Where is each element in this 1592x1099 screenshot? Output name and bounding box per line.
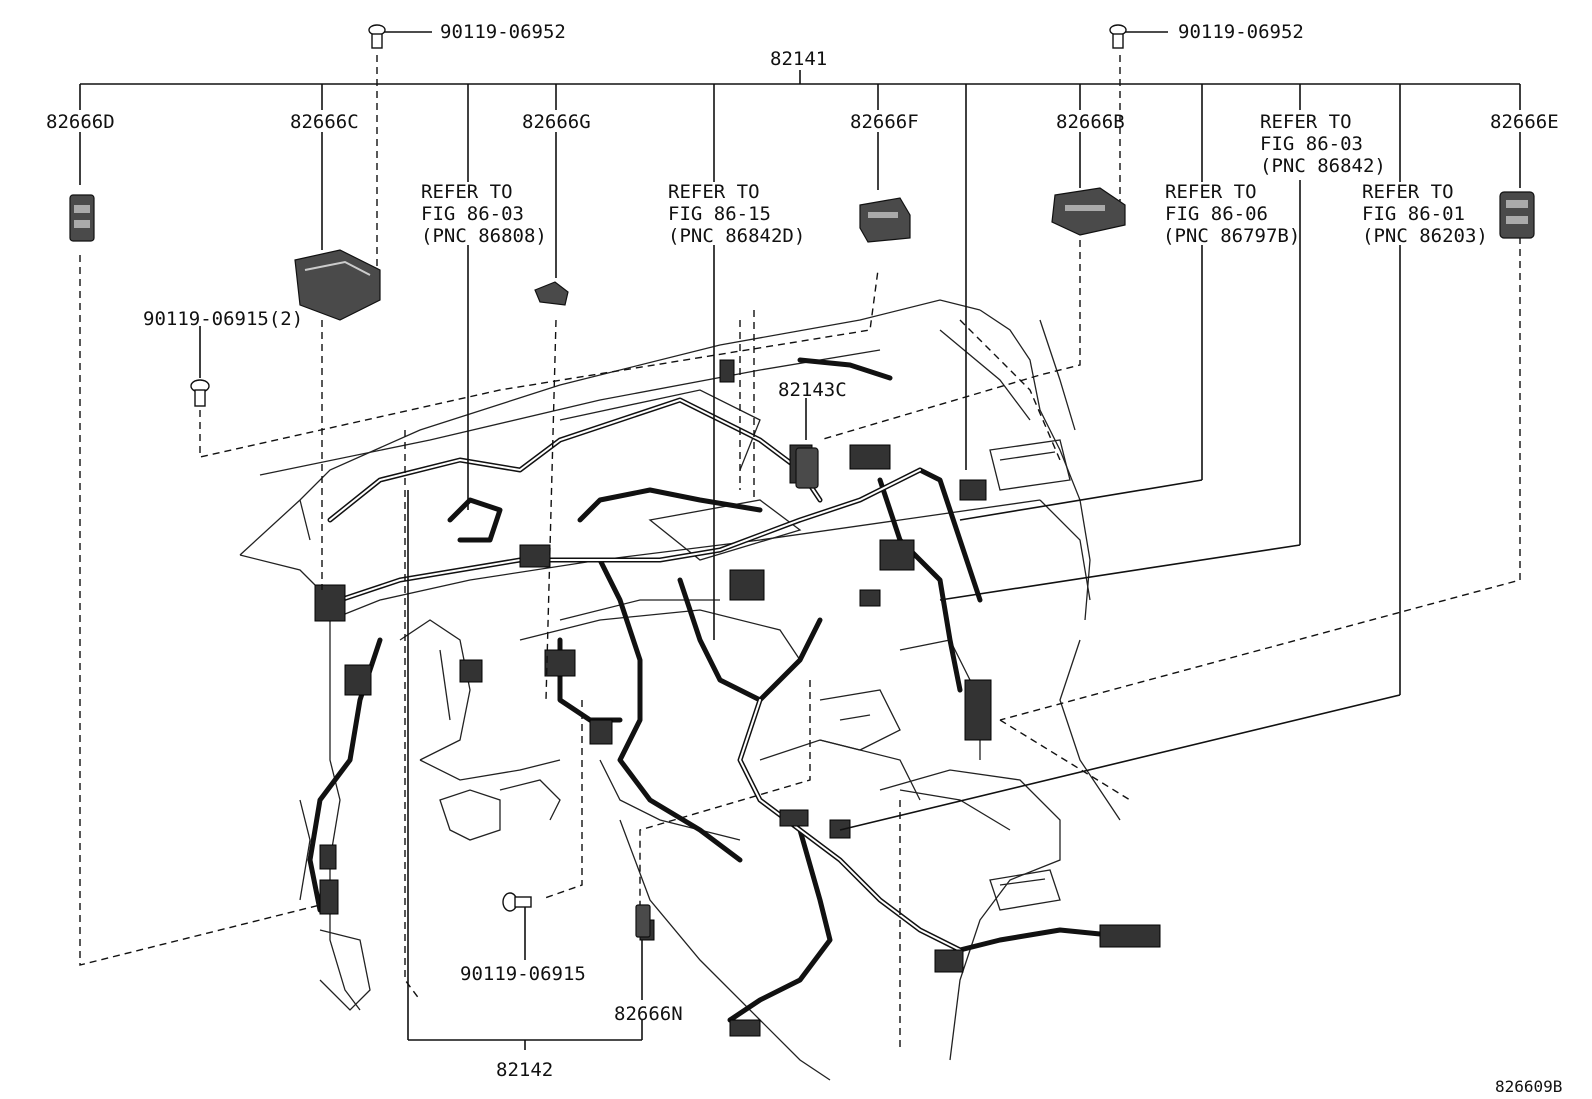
clamp-82666f-part: [859, 197, 911, 243]
reference-note-e: REFER TO FIG 86-01 (PNC 86203): [1362, 181, 1488, 247]
label-bolt-bottom: 90119-06915: [460, 963, 586, 985]
bolt-left-icon: [190, 379, 210, 407]
label-clamp-d: 82666D: [46, 111, 115, 133]
label-bolt-top-left: 90119-06952: [440, 21, 566, 43]
part-labels: 90119-06952 90119-06952 82141 82666D 826…: [46, 21, 1562, 1096]
svg-text:FIG 86-03: FIG 86-03: [421, 203, 524, 225]
clamp-82666d-part: [69, 194, 95, 242]
label-clamp-g: 82666G: [522, 111, 591, 133]
svg-text:(PNC 86842D): (PNC 86842D): [668, 225, 805, 247]
svg-text:REFER TO: REFER TO: [1362, 181, 1454, 203]
bolt-top-right-icon: [1109, 24, 1127, 49]
label-clamp-f: 82666F: [850, 111, 919, 133]
label-bolt-top-right: 90119-06952: [1178, 21, 1304, 43]
label-clamp-c: 82666C: [290, 111, 359, 133]
svg-text:(PNC 86842): (PNC 86842): [1260, 155, 1386, 177]
label-clamp-b: 82666B: [1056, 111, 1125, 133]
bolt-top-left-icon: [368, 24, 386, 49]
clamp-82666e-part: [1499, 191, 1535, 239]
svg-text:REFER TO: REFER TO: [1260, 111, 1352, 133]
clamp-82666n-part: [635, 904, 651, 938]
reference-note-c: REFER TO FIG 86-06 (PNC 86797B): [1163, 181, 1300, 247]
label-connector-c: 82143C: [778, 379, 847, 401]
label-clamp-n: 82666N: [614, 1003, 683, 1025]
svg-text:REFER TO: REFER TO: [421, 181, 513, 203]
svg-text:FIG 86-15: FIG 86-15: [668, 203, 771, 225]
clamp-82666g-part: [534, 281, 569, 306]
reference-notes: REFER TO FIG 86-03 (PNC 86808) REFER TO …: [421, 111, 1488, 247]
connector-82143c-part: [795, 447, 819, 489]
label-clamp-e: 82666E: [1490, 111, 1559, 133]
dashboard-outline: [239, 299, 1121, 1081]
svg-text:REFER TO: REFER TO: [1165, 181, 1257, 203]
leader-lines: [79, 31, 1521, 1050]
wire-harness: [307, 357, 1161, 1037]
label-main-harness: 82141: [770, 48, 827, 70]
figure-code: 826609B: [1495, 1077, 1562, 1096]
svg-text:(PNC 86203): (PNC 86203): [1362, 225, 1488, 247]
bolt-bottom-icon: [502, 892, 532, 912]
dashed-leaders: [79, 55, 1521, 1050]
svg-text:(PNC 86797B): (PNC 86797B): [1163, 225, 1300, 247]
svg-text:REFER TO: REFER TO: [668, 181, 760, 203]
reference-note-a: REFER TO FIG 86-03 (PNC 86808): [421, 181, 547, 247]
label-bolt-left: 90119-06915(2): [143, 308, 303, 330]
clamp-82666b-part: [1051, 187, 1126, 236]
svg-text:FIG 86-01: FIG 86-01: [1362, 203, 1465, 225]
svg-text:(PNC 86808): (PNC 86808): [421, 225, 547, 247]
reference-note-b: REFER TO FIG 86-15 (PNC 86842D): [668, 181, 805, 247]
svg-text:FIG 86-06: FIG 86-06: [1165, 203, 1268, 225]
reference-note-d: REFER TO FIG 86-03 (PNC 86842): [1260, 111, 1386, 177]
label-sub-harness: 82142: [496, 1059, 553, 1081]
clamp-82666c-part: [294, 249, 381, 321]
svg-text:FIG 86-03: FIG 86-03: [1260, 133, 1363, 155]
